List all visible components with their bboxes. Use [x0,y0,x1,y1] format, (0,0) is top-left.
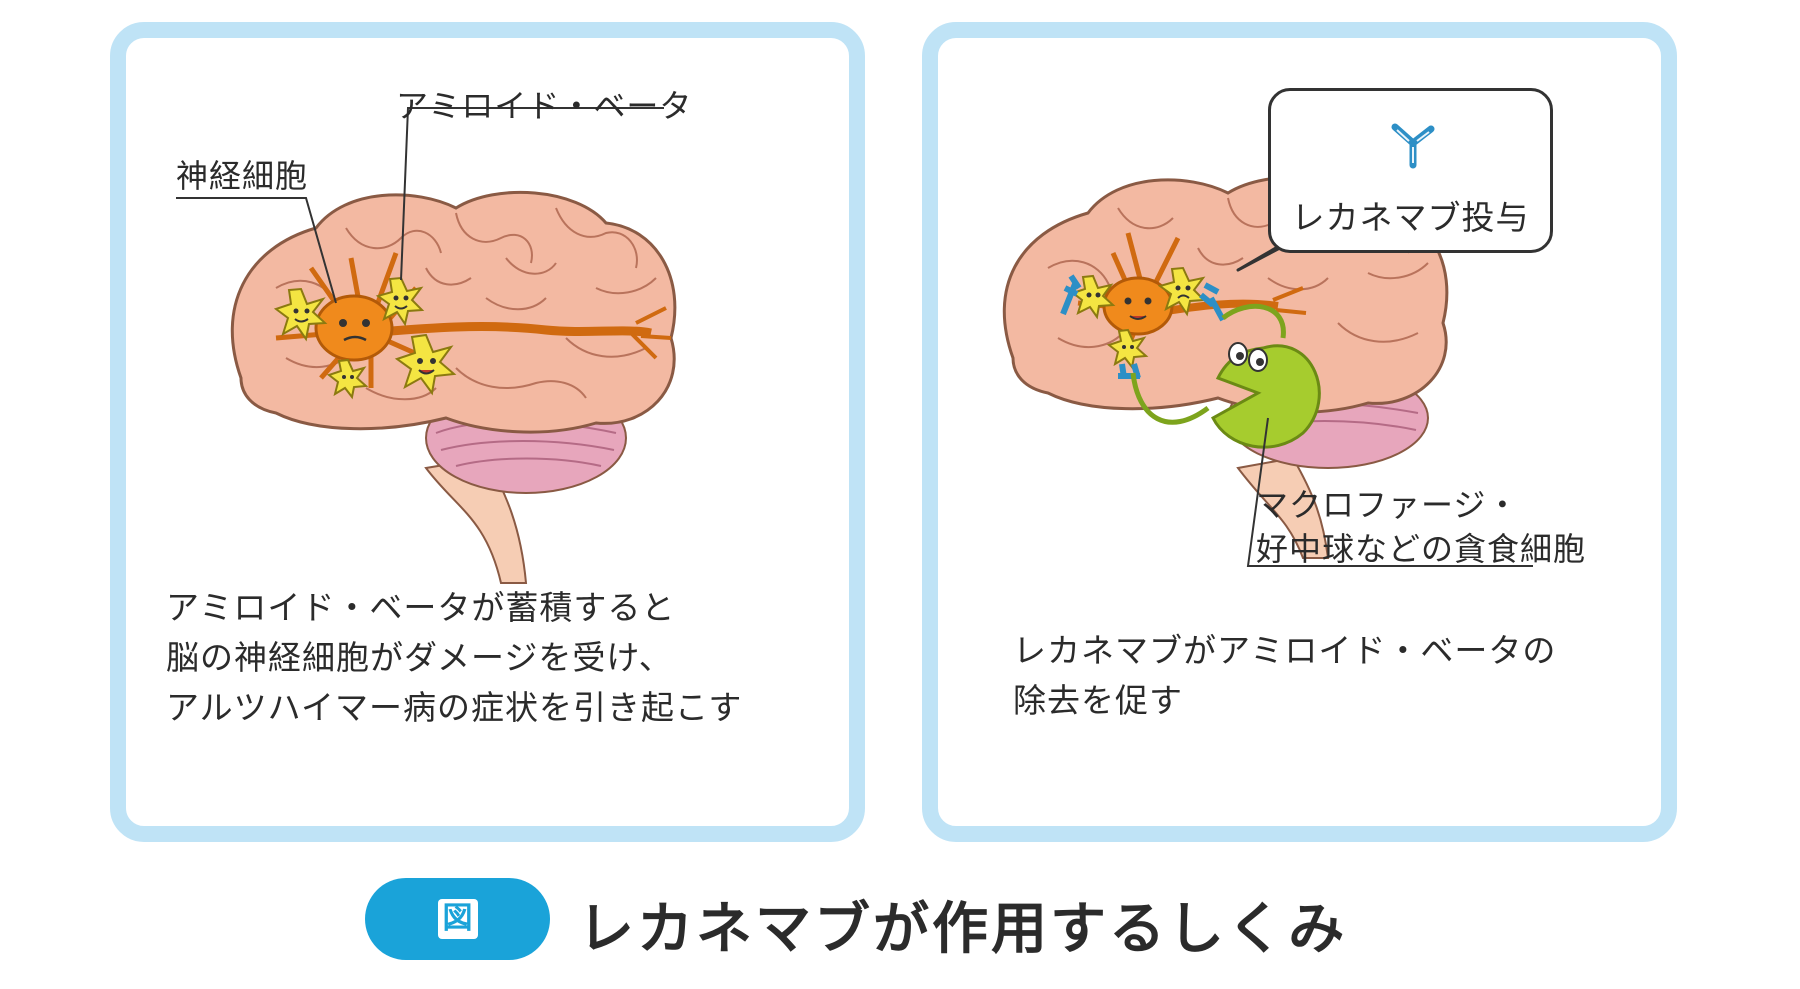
antibody-icon [1391,123,1435,169]
left-caption-line-3: アルツハイマー病の症状を引き起こす [166,688,743,727]
label-phagocyte-line-2: 好中球などの貪食細胞 [1256,530,1587,568]
phagocyte [1211,342,1321,449]
figure-title-bar: 図 レカネマブが作用するしくみ [365,878,1344,962]
figure-badge-label: 図 [437,899,478,939]
figure-title: レカネマブが作用するしくみ [578,897,1348,962]
right-panel: レカネマブ投与 マクロファージ・ 好中球などの貪食細胞 レカネマブがアミロイド・… [922,22,1677,842]
left-caption: アミロイド・ベータが蓄積すると 脳の神経細胞がダメージを受け、 アルツハイマー病… [166,583,742,733]
label-phagocyte-line-1: マクロファージ・ [1256,486,1520,524]
label-amyloid-beta: アミロイド・ベータ [396,87,693,125]
left-caption-line-2: 脳の神経細胞がダメージを受け、 [166,638,673,677]
brain-stem [1236,456,1330,559]
right-caption: レカネマブがアミロイド・ベータの 除去を促す [1013,626,1556,726]
left-panel: アミロイド・ベータ 神経細胞 アミロイド・ベータが蓄積すると 脳の神経細胞がダメ… [110,22,865,842]
amyloid-with-antibodies [1060,266,1226,379]
right-caption-line-2: 除去を促す [1013,681,1183,720]
callout-lecanemab: レカネマブ投与 [1268,88,1553,253]
amyloid-plaques [273,276,457,400]
neuron-body [314,294,394,362]
figure-badge: 図 [365,878,550,960]
brain-illustration-left [176,107,677,584]
right-caption-line-1: レカネマブがアミロイド・ベータの [1013,631,1557,670]
axon [365,322,652,338]
label-phagocyte: マクロファージ・ 好中球などの貪食細胞 [1256,483,1586,571]
label-neuron: 神経細胞 [176,157,309,195]
callout-text: レカネマブ投与 [1291,198,1530,237]
left-caption-line-1: アミロイド・ベータが蓄積すると [166,588,676,627]
